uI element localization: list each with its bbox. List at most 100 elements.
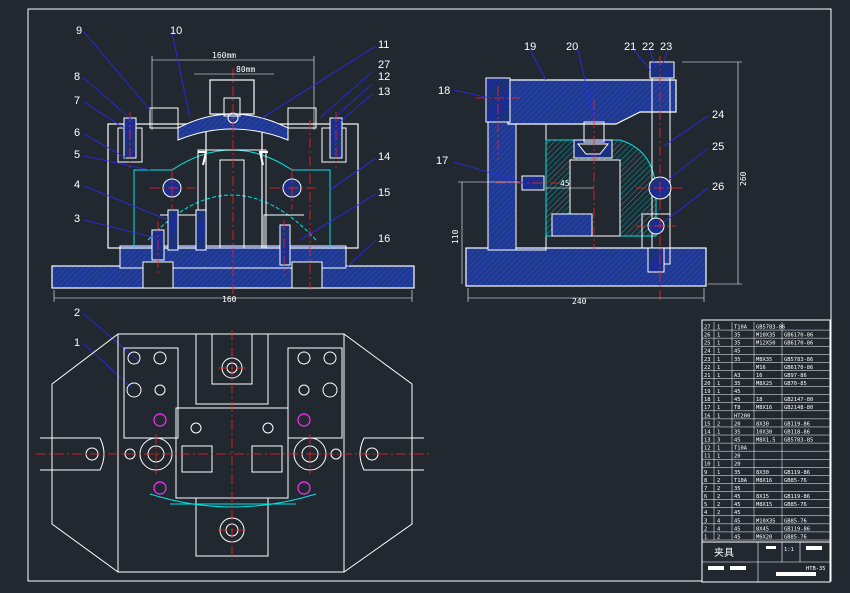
bom-row-material: 45 (734, 510, 741, 516)
bom-row-quantity: 1 (717, 389, 720, 395)
bom-row-material: 45 (734, 534, 741, 540)
bom-row-material: 45 (734, 438, 741, 444)
bom-row-quantity: 1 (717, 462, 720, 468)
bom-row-standard: GB119-86 (784, 421, 810, 427)
bom-row-spec: 16 (756, 373, 763, 379)
bom-row-number: 17 (704, 405, 711, 411)
bom-row-spec: GB5783-86 (756, 324, 785, 330)
bom-row-quantity: 1 (717, 341, 720, 347)
bom-row-standard: GB5783-85 (784, 438, 813, 444)
top-view-pins (153, 413, 311, 495)
bom-row-material: 35 (734, 429, 741, 435)
bom-row-material: 45 (734, 494, 741, 500)
bom-row-spec: 18 (756, 397, 763, 403)
bom-row-material: 35 (734, 381, 741, 387)
label-11: 11 (378, 39, 389, 51)
bom-row-quantity: 1 (717, 365, 720, 371)
bom-row-spec: M8X25 (756, 381, 772, 387)
drawing-frame (27, 8, 832, 582)
bom-row-material: 35 (734, 357, 741, 363)
bom-row-quantity: 1 (717, 429, 720, 435)
bom-row-number: 2 (704, 526, 707, 532)
dim-160mm: 160mm (212, 51, 236, 60)
bom-row-quantity: 1 (717, 413, 720, 419)
bom-row-material: T10A (734, 324, 748, 330)
bom-row-quantity: 1 (717, 470, 720, 476)
side-view: 240 260 110 45 19 20 21 22 23 18 17 24 2… (436, 41, 748, 306)
bom-row-material: 35 (734, 333, 741, 339)
title-drawing-no: HTB-35 (806, 566, 825, 572)
front-view: 160mm 80mm 160 9 10 11 27 12 13 (51, 25, 415, 389)
bom-row-number: 18 (704, 397, 711, 403)
label-6: 6 (74, 127, 80, 139)
bom-row-material: T8 (734, 405, 741, 411)
bom-row-number: 15 (704, 421, 711, 427)
bom-row-quantity: 1 (717, 324, 720, 330)
dim-side-inner: 45 (560, 179, 570, 188)
bom-row-quantity: 1 (717, 349, 720, 355)
bom-row-standard: GB6170-86 (784, 365, 813, 371)
label-5: 5 (74, 149, 80, 161)
bom-row-spec: M8X1.5 (756, 438, 775, 444)
bom-row-spec: 8X30 (756, 421, 769, 427)
bom-row-quantity: 1 (717, 373, 720, 379)
bom-row-spec: 8X45 (756, 526, 769, 532)
title-scale: 1:1 (784, 547, 794, 553)
bom-row-material: 45 (734, 518, 741, 524)
label-18: 18 (438, 85, 450, 97)
label-17: 17 (436, 155, 448, 167)
bom-row-spec: 8X30 (756, 470, 769, 476)
bom-row-standard: GB97-86 (784, 373, 807, 379)
bom-row-material: 20 (734, 462, 741, 468)
bom-row-material: 35 (734, 470, 741, 476)
bom-row-spec: M16 (756, 365, 766, 371)
side-clamp-arm (507, 79, 677, 125)
label-12: 12 (378, 71, 390, 83)
side-base-plate (465, 247, 707, 287)
bom-row-standard: GB85-76 (784, 518, 807, 524)
bom-row-spec: M8X15 (756, 502, 772, 508)
label-19: 19 (524, 41, 536, 53)
label-25: 25 (712, 141, 724, 153)
bom-row-quantity: 2 (717, 502, 720, 508)
bom-row-quantity: 4 (717, 526, 720, 532)
label-15: 15 (378, 187, 390, 199)
bom-row-material: 45 (734, 502, 741, 508)
bom-row-number: 21 (704, 373, 711, 379)
bom-row-standard: GB85-76 (784, 478, 807, 484)
bom-row-number: 24 (704, 349, 711, 355)
bom-row-standard: GB6170-86 (784, 333, 813, 339)
bom-row-material: T10A (734, 478, 748, 484)
bom-row-spec: 10X30 (756, 429, 772, 435)
bom-row-number: 25 (704, 341, 711, 347)
dim-front-bottom: 160 (222, 295, 237, 304)
label-26: 26 (712, 181, 724, 193)
bom-row-number: 12 (704, 446, 711, 452)
label-16: 16 (378, 233, 390, 245)
bom-row-spec: M8X16 (756, 405, 772, 411)
bom-row-material: 35 (734, 486, 741, 492)
label-10: 10 (170, 25, 182, 37)
label-13: 13 (378, 86, 390, 98)
top-view-workpiece (149, 493, 317, 508)
bom-row-number: 16 (704, 413, 711, 419)
bom-row-spec: M8X35 (756, 357, 772, 363)
label-23: 23 (660, 41, 672, 53)
bom-row-number: 8 (704, 478, 707, 484)
bom-row-material: T10A (734, 446, 748, 452)
bom-row-material: 45 (734, 389, 741, 395)
bom-row-material: HT200 (734, 413, 750, 419)
bom-row-number: 20 (704, 381, 711, 387)
label-2: 2 (74, 307, 80, 319)
bom-row-number: 13 (704, 438, 711, 444)
label-27: 27 (378, 59, 390, 71)
bom-row-standard: GB2148-80 (784, 405, 813, 411)
label-14: 14 (378, 151, 390, 163)
label-7: 7 (74, 95, 80, 107)
bom-row-standard: GB119-86 (784, 494, 810, 500)
bom-row-number: 5 (704, 502, 707, 508)
label-24: 24 (712, 109, 724, 121)
dim-side-bottom: 240 (572, 297, 587, 306)
